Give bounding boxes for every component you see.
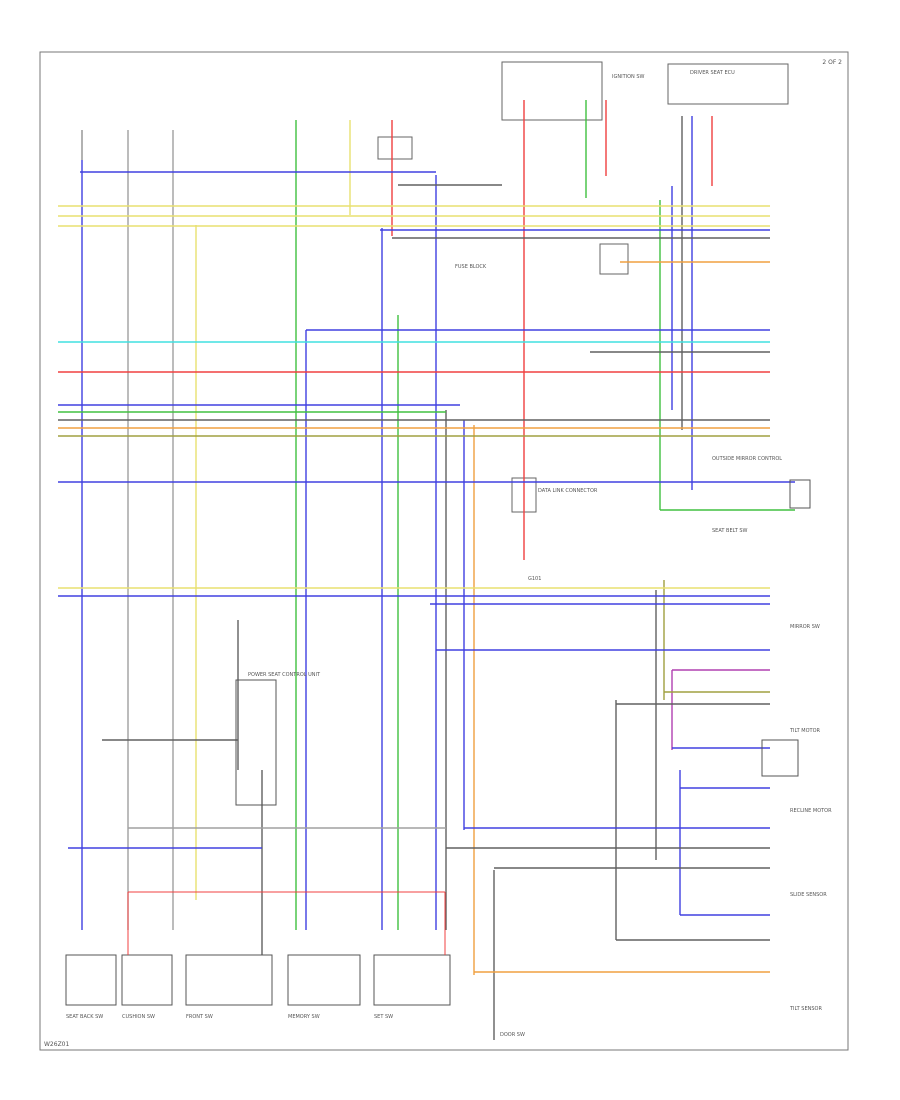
diagram-frame xyxy=(39,51,849,1051)
label-ground: G101 xyxy=(528,576,541,582)
label-front-sw: FRONT SW xyxy=(186,1014,213,1020)
label-set-sw: SET SW xyxy=(374,1014,393,1020)
label-ign-sw: IGNITION SW xyxy=(612,74,645,80)
horizontal-wires xyxy=(58,171,795,973)
label-diag-conn: DATA LINK CONNECTOR xyxy=(538,488,598,494)
label-cushion-sw: CUSHION SW xyxy=(122,1014,155,1020)
label-tilt-sensor: TILT SENSOR xyxy=(789,1006,822,1012)
label-recline-motor: RECLINE MOTOR xyxy=(790,808,832,814)
label-seat-belt-sw: SEAT BELT SW xyxy=(712,528,748,534)
label-power-seat-ctrl: POWER SEAT CONTROL UNIT xyxy=(248,672,321,678)
label-sw-back: SEAT BACK SW xyxy=(66,1014,103,1020)
label-mirror-sw: MIRROR SW xyxy=(790,624,820,630)
label-outside-mirror: OUTSIDE MIRROR CONTROL xyxy=(712,456,782,462)
vertical-wires xyxy=(81,100,713,1040)
label-fuse-block: FUSE BLOCK xyxy=(455,264,487,270)
label-ecu-top-right: DRIVER SEAT ECU xyxy=(690,70,735,76)
label-door-sw: DOOR SW xyxy=(500,1032,525,1038)
figure-code: W26Z01 xyxy=(44,1041,69,1048)
bottom-modules xyxy=(65,479,811,1006)
component-labels: SEAT BACK SW CUSHION SW FRONT SW MEMORY … xyxy=(66,70,832,1038)
page-marker: 2 OF 2 xyxy=(822,59,842,66)
label-slide-sensor: SLIDE SENSOR xyxy=(790,892,827,898)
label-mem-sw: MEMORY SW xyxy=(288,1014,320,1020)
label-tilt-motor: TILT MOTOR xyxy=(789,728,821,734)
